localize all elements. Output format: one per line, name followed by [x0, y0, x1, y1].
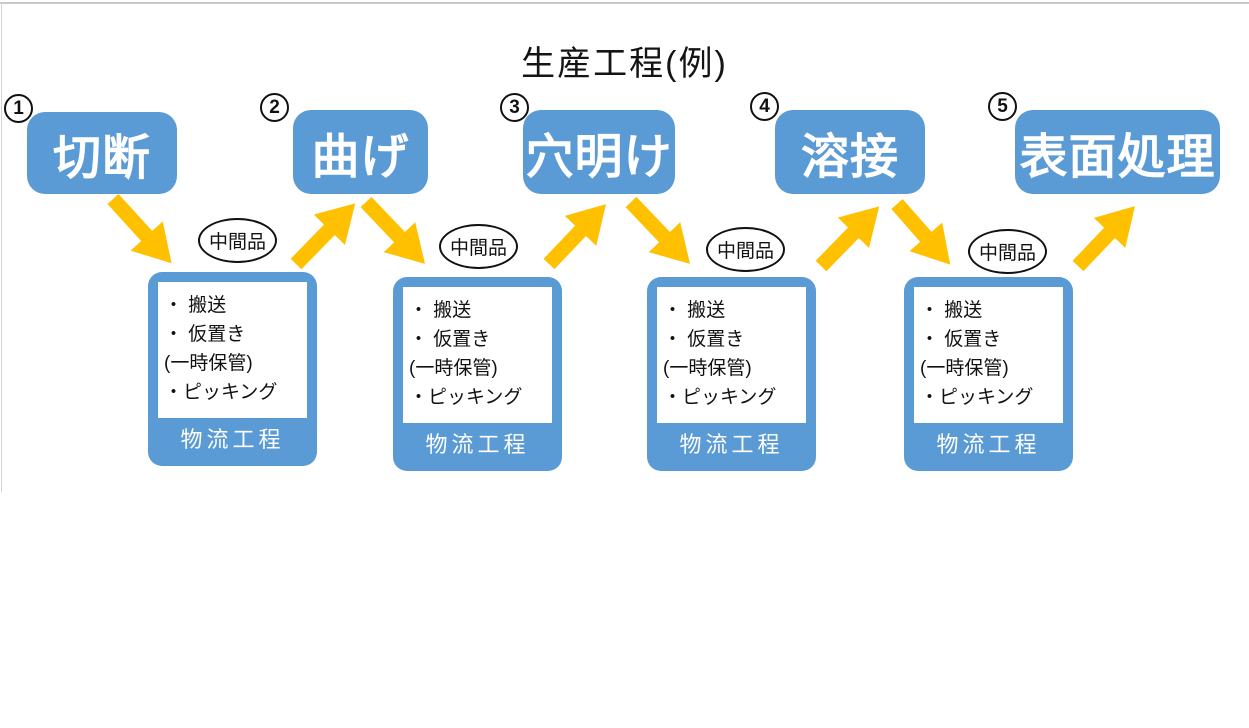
step-number-badge-3: 3	[500, 93, 529, 122]
diagram-title: 生産工程(例)	[521, 45, 728, 83]
arrow-welding-to-logistics4	[891, 199, 951, 265]
logistics-activity-list: ・ 搬送 ・ 仮置き (一時保管) ・ピッキング	[657, 287, 806, 423]
logistics-item-temporary-storage: (一時保管)	[663, 358, 752, 379]
logistics-box-1: ・ 搬送 ・ 仮置き (一時保管) ・ピッキング 物流工程	[148, 272, 317, 466]
arrow-logistics3-to-welding	[815, 206, 880, 272]
logistics-item-picking: ・ピッキング	[663, 387, 777, 408]
logistics-item-temporary-storage: (一時保管)	[920, 358, 1009, 379]
step-number-badge-1: 1	[4, 94, 33, 123]
logistics-box-label: 物流工程	[936, 432, 1041, 457]
logistics-box-2: ・ 搬送 ・ 仮置き (一時保管) ・ピッキング 物流工程	[393, 277, 562, 471]
logistics-item-temporary-placement: ・ 仮置き	[663, 329, 745, 350]
logistics-box-3: ・ 搬送 ・ 仮置き (一時保管) ・ピッキング 物流工程	[647, 277, 816, 471]
intermediate-product-oval-1: 中間品	[198, 218, 277, 263]
process-box-cutting: 切断	[27, 112, 177, 194]
logistics-item-temporary-storage: (一時保管)	[164, 353, 253, 374]
arrow-cutting-to-logistics1	[107, 193, 172, 264]
logistics-item-temporary-storage: (一時保管)	[409, 358, 498, 379]
logistics-box-4: ・ 搬送 ・ 仮置き (一時保管) ・ピッキング 物流工程	[904, 277, 1073, 471]
logistics-activity-list: ・ 搬送 ・ 仮置き (一時保管) ・ピッキング	[158, 282, 307, 418]
process-box-surface-treatment: 表面処理	[1015, 110, 1220, 194]
logistics-item-transport: ・ 搬送	[164, 295, 227, 316]
logistics-item-temporary-placement: ・ 仮置き	[164, 324, 246, 345]
logistics-item-picking: ・ピッキング	[920, 387, 1034, 408]
logistics-item-transport: ・ 搬送	[409, 300, 472, 321]
intermediate-product-oval-4: 中間品	[968, 229, 1047, 274]
logistics-item-transport: ・ 搬送	[920, 300, 983, 321]
arrow-logistics2-to-drilling	[543, 204, 606, 270]
slide-left-border	[1, 2, 2, 492]
process-box-drilling: 穴明け	[523, 110, 675, 194]
arrow-logistics1-to-bending	[290, 203, 356, 270]
logistics-item-picking: ・ピッキング	[164, 382, 278, 403]
intermediate-product-oval-3: 中間品	[706, 227, 785, 272]
step-number-badge-2: 2	[260, 93, 289, 122]
process-box-bending: 曲げ	[293, 110, 428, 194]
logistics-activity-list: ・ 搬送 ・ 仮置き (一時保管) ・ピッキング	[914, 287, 1063, 423]
logistics-item-temporary-placement: ・ 仮置き	[409, 329, 491, 350]
intermediate-product-oval-2: 中間品	[439, 224, 518, 269]
arrow-drilling-to-logistics3	[625, 196, 691, 264]
slide-top-border	[0, 2, 1249, 4]
logistics-box-label: 物流工程	[679, 432, 784, 457]
logistics-box-label: 物流工程	[180, 427, 285, 452]
arrow-logistics4-to-surface-treatment	[1072, 206, 1135, 272]
arrow-bending-to-logistics2	[360, 196, 426, 264]
logistics-item-picking: ・ピッキング	[409, 387, 523, 408]
logistics-box-label: 物流工程	[425, 432, 530, 457]
process-box-welding: 溶接	[775, 110, 925, 194]
logistics-item-temporary-placement: ・ 仮置き	[920, 329, 1002, 350]
step-number-badge-4: 4	[750, 92, 779, 121]
logistics-item-transport: ・ 搬送	[663, 300, 726, 321]
step-number-badge-5: 5	[988, 92, 1017, 121]
logistics-activity-list: ・ 搬送 ・ 仮置き (一時保管) ・ピッキング	[403, 287, 552, 423]
